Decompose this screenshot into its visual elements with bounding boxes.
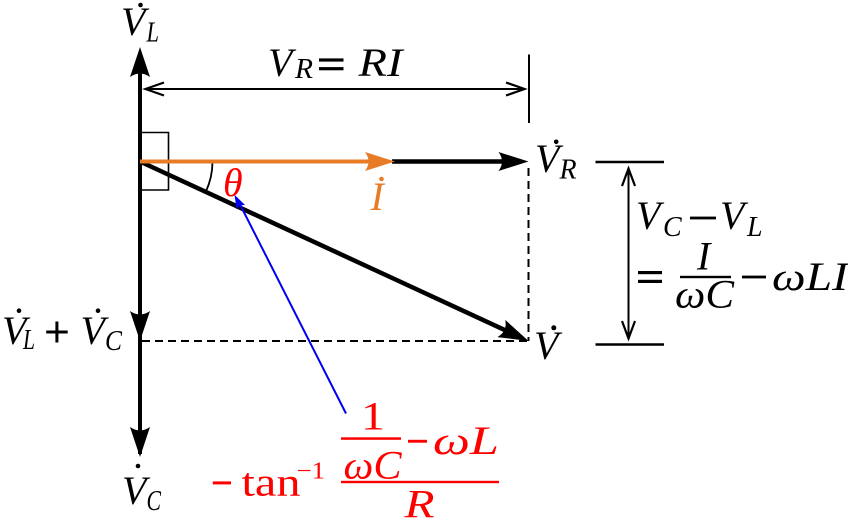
svg-text:I: I [696, 234, 712, 279]
svg-text:1: 1 [361, 394, 385, 439]
svg-text:I: I [370, 174, 386, 219]
svg-text:tan: tan [242, 460, 301, 505]
svg-text:L: L [146, 18, 159, 49]
svg-text:L: L [22, 325, 35, 356]
svg-text:ωC: ωC [675, 272, 735, 317]
svg-text:V: V [535, 136, 564, 181]
svg-text:ωLI: ωLI [772, 254, 848, 299]
svg-text:V: V [122, 468, 151, 513]
svg-text:C: C [147, 486, 162, 517]
svg-text:ωC: ωC [344, 443, 403, 488]
svg-text:−1: −1 [297, 459, 326, 485]
svg-text:RI: RI [357, 40, 404, 85]
svg-text:C: C [663, 212, 682, 243]
svg-text:V: V [81, 308, 110, 353]
svg-text:V: V [636, 193, 665, 238]
svg-text:V: V [268, 40, 297, 85]
svg-text:R: R [403, 482, 434, 518]
svg-text:V: V [534, 323, 563, 368]
svg-text:C: C [105, 326, 122, 357]
svg-text:V: V [121, 0, 150, 44]
svg-text:L: L [746, 212, 763, 243]
svg-text:ωL: ωL [433, 418, 499, 463]
svg-text:R: R [559, 155, 577, 186]
svg-text:θ: θ [223, 160, 243, 205]
svg-text:V: V [2, 308, 31, 353]
svg-text:R: R [294, 54, 313, 85]
svg-text:V: V [720, 193, 749, 238]
